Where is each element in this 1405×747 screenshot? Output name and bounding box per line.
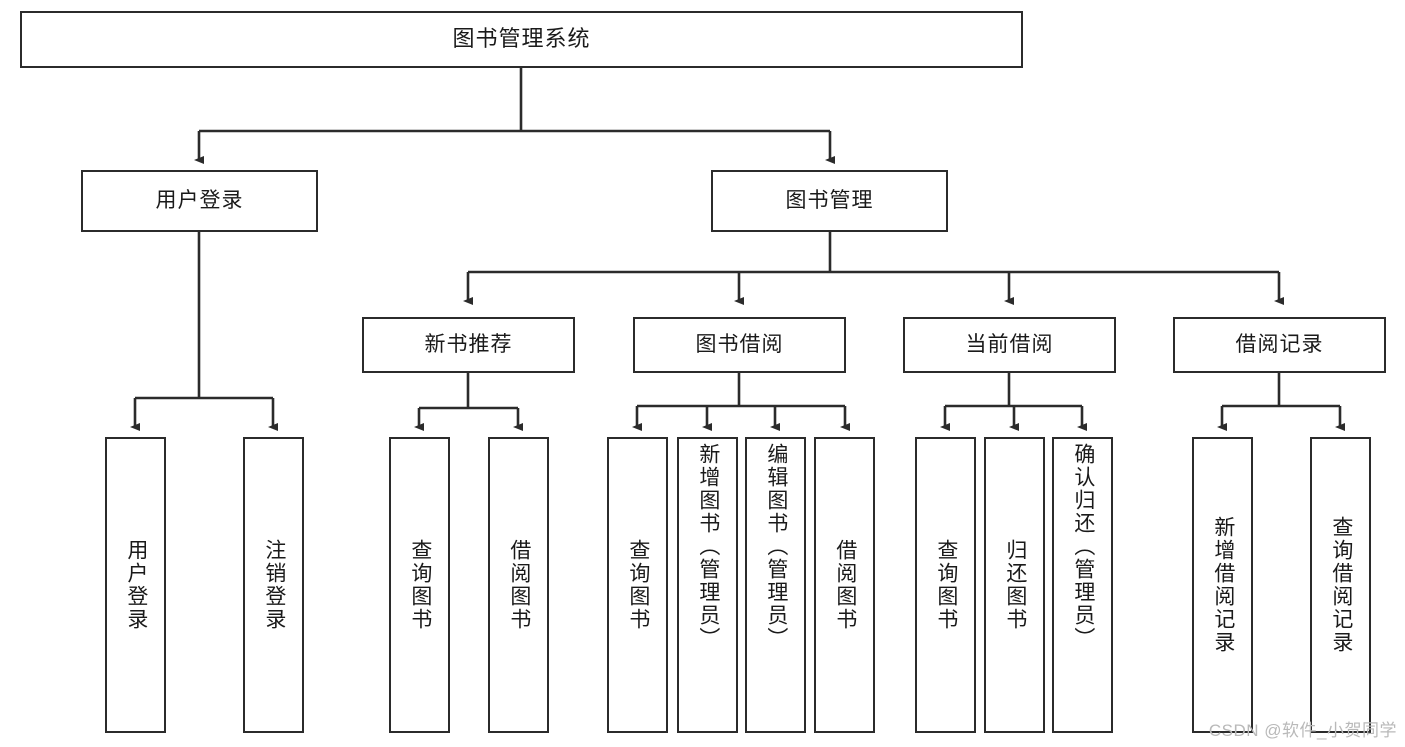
leaf-borrow-edit-book-admin[interactable]: 编辑图书（管理员） [745, 437, 806, 733]
node-label: 查询图书 [408, 539, 432, 631]
node-label: 确认归还（管理员） [1071, 443, 1095, 650]
leaf-new-book-borrow[interactable]: 借阅图书 [488, 437, 549, 733]
leaf-user-login-login[interactable]: 用户登录 [105, 437, 166, 733]
node-label: 借阅图书 [833, 539, 857, 631]
node-label: 查询图书 [934, 539, 958, 631]
leaf-current-return-book[interactable]: 归还图书 [984, 437, 1045, 733]
leaf-current-query-book[interactable]: 查询图书 [915, 437, 976, 733]
node-label: 新增借阅记录 [1211, 516, 1235, 654]
leaf-borrow-add-book-admin[interactable]: 新增图书（管理员） [677, 437, 738, 733]
leaf-records-query-record[interactable]: 查询借阅记录 [1310, 437, 1371, 733]
node-label: 当前借阅 [965, 333, 1054, 357]
node-label: 查询借阅记录 [1329, 516, 1353, 654]
node-user-login[interactable]: 用户登录 [81, 170, 318, 232]
leaf-borrow-query-book[interactable]: 查询图书 [607, 437, 668, 733]
node-label: 借阅图书 [507, 539, 531, 631]
leaf-borrow-borrow-book[interactable]: 借阅图书 [814, 437, 875, 733]
node-new-book-recommend[interactable]: 新书推荐 [362, 317, 575, 373]
node-label: 归还图书 [1003, 539, 1027, 631]
node-label: 图书管理系统 [452, 26, 591, 52]
node-label: 新书推荐 [424, 333, 513, 357]
csdn-watermark: CSDN @软件_小贺同学 [1208, 721, 1397, 740]
node-label: 图书借阅 [695, 333, 784, 357]
leaf-new-book-query[interactable]: 查询图书 [389, 437, 450, 733]
node-label: 图书管理 [785, 189, 874, 213]
node-book-borrow[interactable]: 图书借阅 [633, 317, 846, 373]
leaf-records-add-record[interactable]: 新增借阅记录 [1192, 437, 1253, 733]
node-label: 用户登录 [155, 189, 244, 213]
node-borrow-records[interactable]: 借阅记录 [1173, 317, 1386, 373]
leaf-current-confirm-return-admin[interactable]: 确认归还（管理员） [1052, 437, 1113, 733]
node-book-management-system[interactable]: 图书管理系统 [20, 11, 1023, 68]
node-label: 新增图书（管理员） [696, 443, 720, 650]
node-book-management[interactable]: 图书管理 [711, 170, 948, 232]
node-label: 查询图书 [626, 539, 650, 631]
node-label: 编辑图书（管理员） [764, 443, 788, 650]
node-label: 借阅记录 [1235, 333, 1324, 357]
node-label: 注销登录 [262, 539, 286, 631]
node-label: 用户登录 [124, 539, 148, 631]
leaf-user-login-logout[interactable]: 注销登录 [243, 437, 304, 733]
node-current-borrow[interactable]: 当前借阅 [903, 317, 1116, 373]
